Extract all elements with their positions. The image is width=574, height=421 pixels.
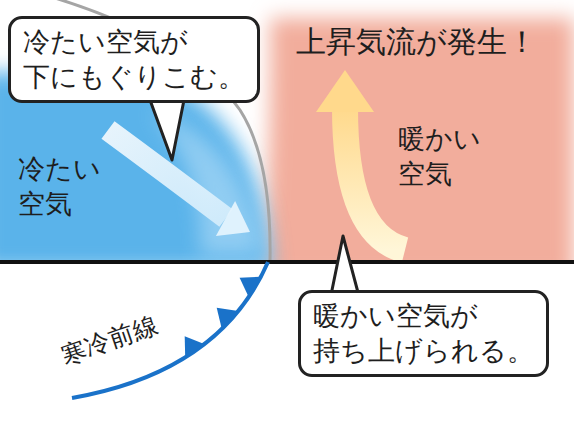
arrow-head <box>316 70 374 112</box>
node-text: 冷たい 空気 <box>18 152 101 221</box>
front-triangle <box>185 336 205 358</box>
front-triangle <box>240 277 262 298</box>
arrow-head <box>216 201 250 236</box>
air-mass-label: 冷たい 空気 <box>16 150 103 223</box>
sinking-arrow <box>108 130 250 236</box>
warm-air-region <box>262 18 574 260</box>
front-name: 寒冷前線 <box>57 308 162 372</box>
speech-callout: 冷たい空気が 下にもぐりこむ。 <box>8 16 260 103</box>
air-masses <box>0 18 574 260</box>
speech-callout: 暖かい空気が 持ち上げられる。 <box>298 290 549 377</box>
air-mass-label: 暖かい 空気 <box>396 120 483 193</box>
rising-arrow <box>316 70 405 250</box>
node-text: 冷たい空気が 下にもぐりこむ。 <box>23 25 245 94</box>
node-text: 暖かい 空気 <box>398 122 481 191</box>
node-text: 暖かい空気が 持ち上げられる。 <box>313 299 534 368</box>
callout-tail <box>150 100 184 160</box>
arrow-shaft <box>345 108 405 250</box>
ground-line <box>0 260 574 264</box>
front-triangle <box>217 308 239 329</box>
title-text: 上昇気流が発生！ <box>296 22 537 63</box>
